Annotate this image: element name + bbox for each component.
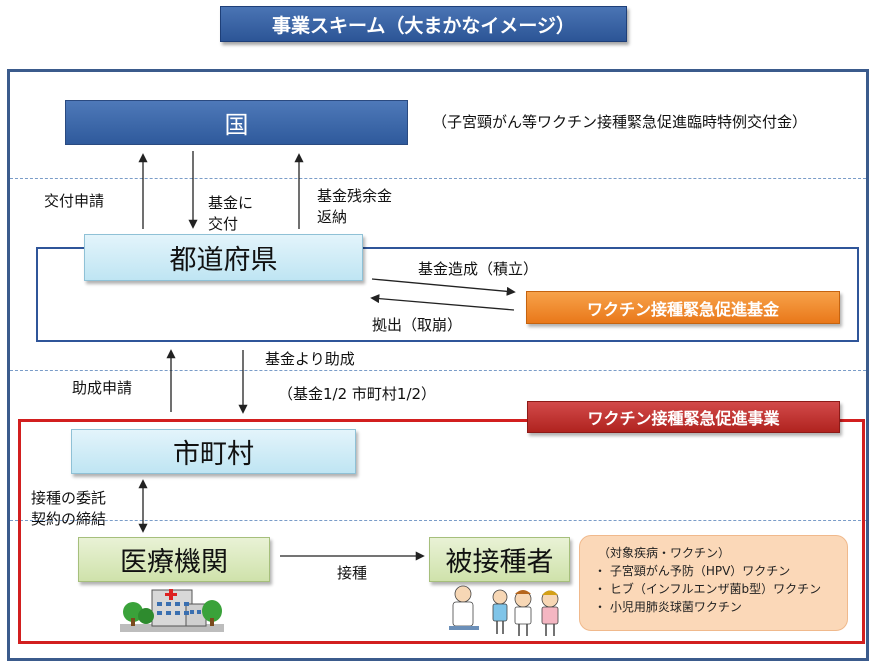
- arrow-fund-build: [371, 278, 516, 296]
- node-prefecture: 都道府県: [84, 234, 363, 281]
- patients-icon: [449, 585, 559, 636]
- kuni-note: （子宮頸がん等ワクチン接種緊急促進臨時特例交付金）: [432, 113, 808, 131]
- target-title: （対象疾病・ワクチン）: [598, 546, 731, 560]
- label-withdraw: 拠出（取崩）: [372, 316, 463, 334]
- target-vaccines-box: （対象疾病・ワクチン） ・ 子宮頸がん予防（HPV）ワクチン ・ ヒブ（インフル…: [579, 535, 848, 631]
- label-contract-2: 契約の締結: [31, 510, 107, 528]
- diagram-frame: [7, 69, 869, 661]
- label-subsidy-application: 助成申請: [72, 379, 133, 397]
- label-fund-return-1: 基金残余金: [317, 187, 393, 205]
- label-contract-1: 接種の委託: [31, 489, 107, 507]
- node-medical: 医療機関: [78, 537, 270, 582]
- label-fund-grant-1: 基金に: [208, 194, 254, 212]
- label-ratio: （基金1/2 市町村1/2）: [278, 385, 437, 403]
- arrow-withdraw: [370, 294, 515, 311]
- node-project: ワクチン接種緊急促進事業: [527, 401, 840, 433]
- node-municipality: 市町村: [71, 429, 356, 474]
- node-recipient: 被接種者: [429, 537, 570, 582]
- node-kuni: 国: [65, 100, 408, 145]
- divider-line: [10, 178, 866, 179]
- target-item: ・ 小児用肺炎球菌ワクチン: [594, 600, 742, 614]
- label-fund-build: 基金造成（積立）: [418, 260, 539, 278]
- page-title: 事業スキーム（大まかなイメージ）: [220, 6, 627, 42]
- project-frame: [18, 419, 865, 644]
- label-vaccination: 接種: [337, 564, 368, 582]
- label-subsidy-from-fund: 基金より助成: [265, 350, 355, 368]
- label-grant-application: 交付申請: [44, 192, 105, 210]
- label-fund-return-2: 返納: [317, 208, 348, 226]
- target-item: ・ 子宮頸がん予防（HPV）ワクチン: [594, 564, 791, 578]
- hospital-icon: [120, 589, 224, 632]
- label-fund-grant-2: 交付: [208, 215, 239, 233]
- node-fund: ワクチン接種緊急促進基金: [526, 291, 840, 324]
- target-item: ・ ヒブ（インフルエンザ菌b型）ワクチン: [594, 582, 822, 596]
- divider-line: [10, 370, 866, 371]
- prefecture-frame: [36, 247, 859, 342]
- divider-line: [10, 520, 866, 521]
